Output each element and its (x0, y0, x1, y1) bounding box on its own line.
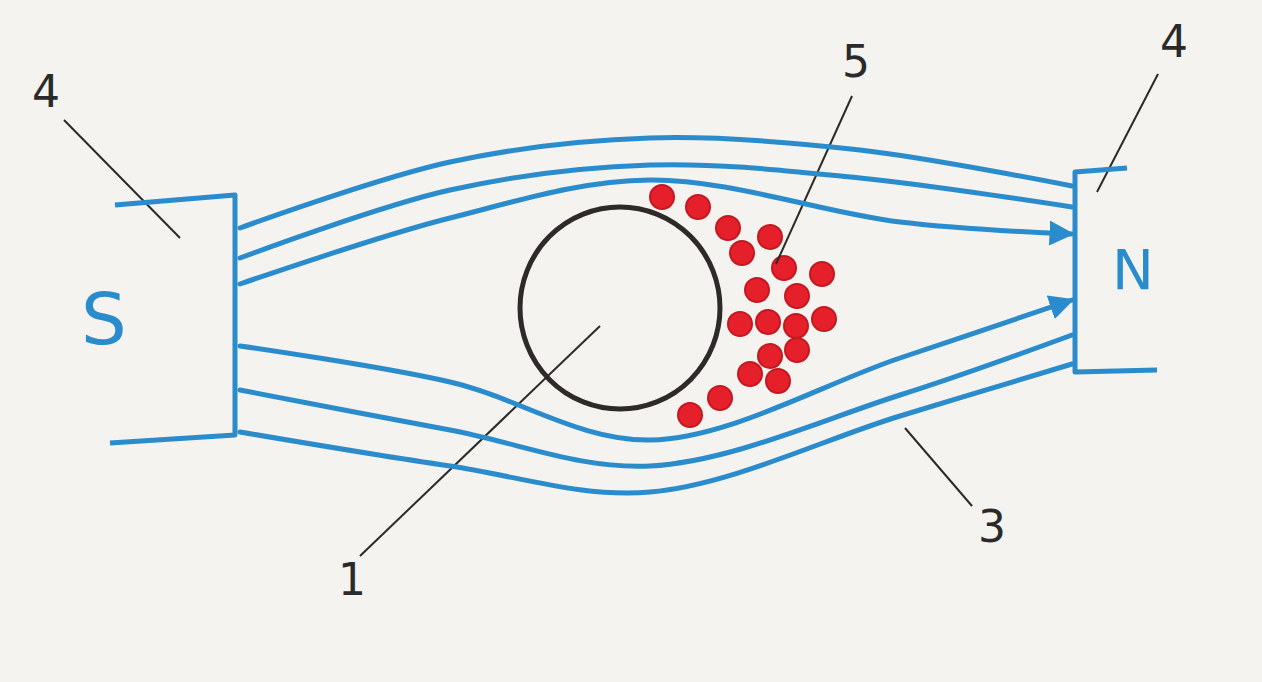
callout-number: 1 (338, 558, 366, 602)
particle (785, 338, 809, 362)
magnet-outline (110, 195, 235, 443)
callout-number: 3 (978, 505, 1006, 549)
particle (766, 369, 790, 393)
particle (730, 241, 754, 265)
magnet-pole: S (75, 190, 240, 448)
particle (745, 278, 769, 302)
callout-number: 4 (1160, 20, 1188, 64)
leader-line (64, 120, 180, 238)
body-circle (520, 207, 720, 409)
particle (756, 310, 780, 334)
leader-line (905, 428, 972, 506)
particle (708, 386, 732, 410)
field-line (240, 180, 1072, 284)
particle (678, 403, 702, 427)
field-line (240, 300, 1072, 440)
magnet-pole: N (1072, 160, 1166, 380)
magnet-outline (1075, 168, 1157, 372)
leader-lines (64, 74, 1158, 556)
particle (812, 307, 836, 331)
leader-line (1097, 74, 1158, 192)
leader-line (776, 96, 852, 264)
particle (784, 314, 808, 338)
callout-number: 5 (842, 40, 870, 84)
callout-number: 4 (32, 70, 60, 114)
field-line (240, 364, 1072, 493)
particle (758, 225, 782, 249)
particle (772, 256, 796, 280)
leader-line (360, 326, 600, 556)
particle (738, 362, 762, 386)
pole-letter: N (1112, 242, 1154, 298)
particle (785, 284, 809, 308)
particle (716, 216, 740, 240)
particle (650, 185, 674, 209)
pole-letter: S (81, 283, 127, 355)
particle (758, 344, 782, 368)
particle (728, 312, 752, 336)
particle (810, 262, 834, 286)
particle (686, 195, 710, 219)
